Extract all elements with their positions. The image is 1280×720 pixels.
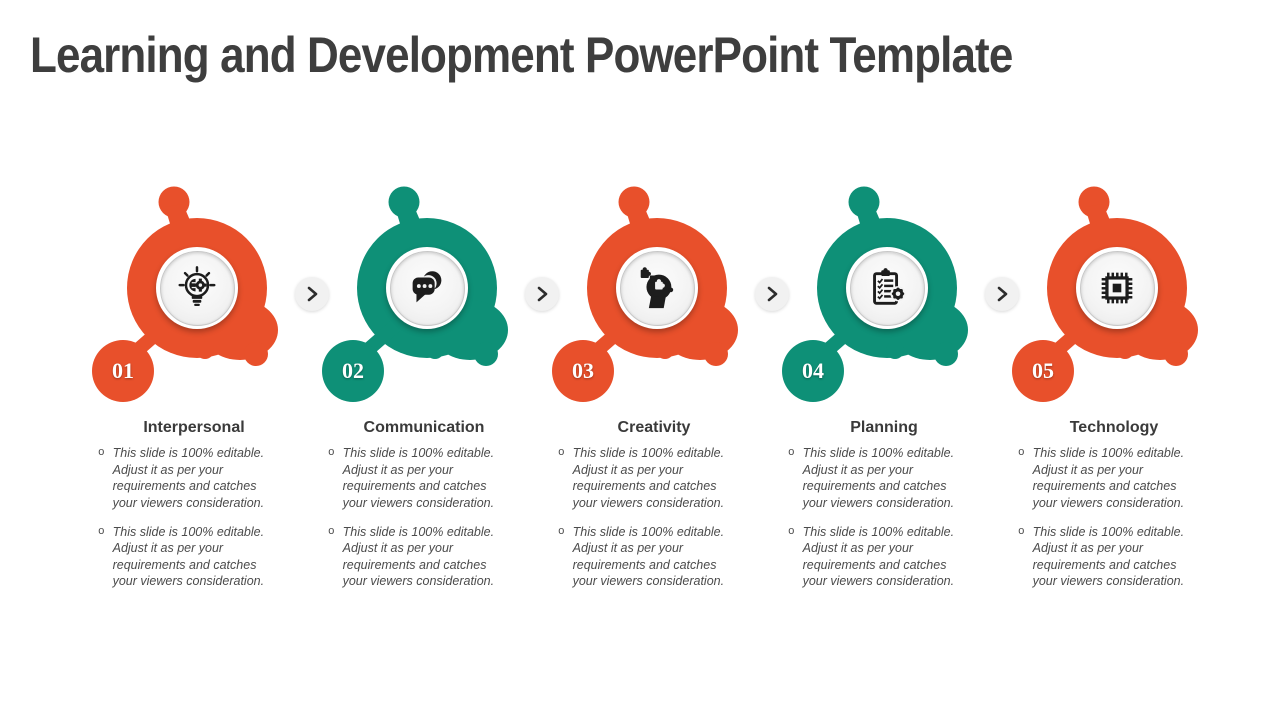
step-item-communication: 02 Communication o This slide is 100% ed… xyxy=(312,180,542,602)
step-text: Planning o This slide is 100% editable. … xyxy=(788,419,980,590)
lightbulb-gear-icon xyxy=(178,266,216,307)
bullet-item: o This slide is 100% editable. Adjust it… xyxy=(328,446,495,510)
bullet-marker: o xyxy=(788,525,795,538)
blob-graphic: 05 xyxy=(1002,180,1232,410)
head-puzzle-icon xyxy=(640,267,674,309)
chevron-right-icon xyxy=(985,277,1019,311)
step-text: Communication o This slide is 100% edita… xyxy=(328,419,520,590)
step-item-interpersonal: 01 Interpersonal o This slide is 100% ed… xyxy=(82,180,312,602)
step-text: Interpersonal o This slide is 100% edita… xyxy=(98,419,290,590)
clipboard-checklist-gear-icon xyxy=(873,268,906,305)
step-item-planning: 04 Planning o This slide is 100% editabl… xyxy=(772,180,1002,602)
bullet-marker: o xyxy=(1018,525,1025,538)
icon-circle xyxy=(386,247,468,329)
step-text: Creativity o This slide is 100% editable… xyxy=(558,419,750,590)
chevron-right-icon xyxy=(755,277,789,311)
step-number: 05 xyxy=(1032,358,1054,383)
step-number: 02 xyxy=(342,358,364,383)
bullet-marker: o xyxy=(328,447,335,459)
bullet-item: o This slide is 100% editable. Adjust it… xyxy=(788,446,955,510)
blob-graphic: 03 xyxy=(542,180,772,410)
icon-circle xyxy=(156,247,238,329)
bullet-item: o This slide is 100% editable. Adjust it… xyxy=(98,524,265,589)
microchip-icon xyxy=(1101,272,1133,304)
step-number: 01 xyxy=(112,358,134,383)
bullet-item: o This slide is 100% editable. Adjust it… xyxy=(558,446,725,510)
bullet-item: o This slide is 100% editable. Adjust it… xyxy=(1018,524,1185,589)
bullet-marker: o xyxy=(558,525,565,538)
icon-circle xyxy=(616,247,698,329)
bullet-marker: o xyxy=(1018,447,1025,459)
bullet-item: o This slide is 100% editable. Adjust it… xyxy=(98,446,265,510)
bullet-item: o This slide is 100% editable. Adjust it… xyxy=(558,524,725,589)
blob-graphic: 02 xyxy=(312,180,542,410)
chevron-right-icon xyxy=(525,277,559,311)
blob-graphic: 01 xyxy=(82,180,312,410)
step-number: 03 xyxy=(572,358,594,383)
step-item-creativity: 03 Creativity o This slide is 100% edita… xyxy=(542,180,772,602)
bullet-marker: o xyxy=(98,525,105,538)
step-text: Technology o This slide is 100% editable… xyxy=(1018,419,1210,590)
bullet-marker: o xyxy=(788,447,795,459)
blob-graphic: 04 xyxy=(772,180,1002,410)
bullet-item: o This slide is 100% editable. Adjust it… xyxy=(788,524,955,589)
step-number: 04 xyxy=(802,358,824,383)
chat-bubbles-icon xyxy=(412,271,442,303)
step-heading: Communication xyxy=(363,419,485,436)
page-title: Learning and Development PowerPoint Temp… xyxy=(30,27,1013,83)
step-item-technology: 05 Technology o This slide is 100% edita… xyxy=(1002,180,1232,602)
bullet-marker: o xyxy=(558,447,565,459)
bullet-marker: o xyxy=(328,525,335,538)
chevron-right-icon xyxy=(295,277,329,311)
bullet-item: o This slide is 100% editable. Adjust it… xyxy=(328,524,495,589)
step-heading: Planning xyxy=(850,419,918,436)
bullet-item: o This slide is 100% editable. Adjust it… xyxy=(1018,446,1185,510)
icon-circle xyxy=(846,247,928,329)
step-heading: Creativity xyxy=(617,419,691,436)
step-heading: Technology xyxy=(1069,419,1159,436)
icon-circle xyxy=(1076,247,1158,329)
step-heading: Interpersonal xyxy=(143,419,245,436)
bullet-marker: o xyxy=(98,447,105,459)
